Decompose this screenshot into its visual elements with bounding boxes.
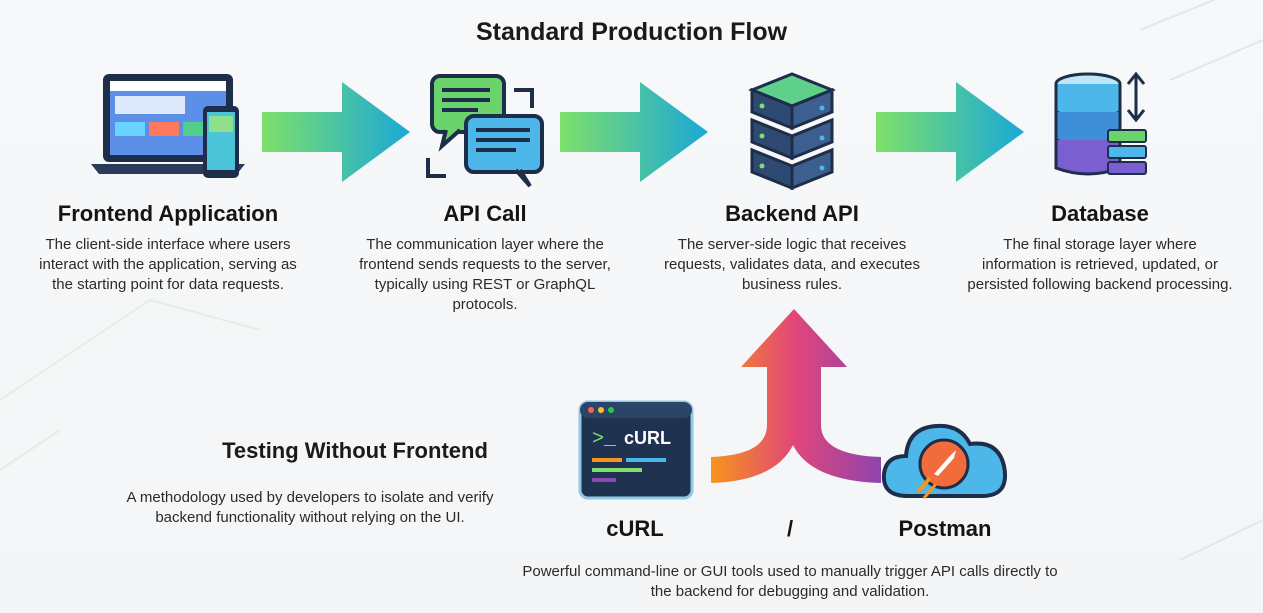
terminal-text: cURL [624, 428, 671, 448]
testing-title: Testing Without Frontend [222, 438, 488, 463]
tools-description: Powerful command-line or GUI tools used … [522, 563, 1058, 600]
svg-text:>_: >_ [592, 428, 617, 451]
stage-name: Backend API [725, 201, 859, 226]
stage-backend-api: Backend API The server-side logic that r… [652, 68, 932, 295]
stage-description: The client-side interface where users in… [39, 236, 297, 293]
stage-description: The communication layer where the fronte… [359, 236, 611, 313]
tool-label-curl: cURL [606, 516, 664, 541]
flow-arrow-2 [560, 82, 708, 182]
postman-icon [881, 423, 1007, 499]
stage-api-call: API Call The communication layer where t… [345, 68, 625, 315]
chat-exchange-icon [345, 68, 625, 193]
database-icon [960, 68, 1240, 193]
stage-name: Frontend Application [57, 201, 279, 226]
tool-label-postman: Postman [898, 516, 992, 541]
server-stack-icon [652, 68, 932, 193]
stage-description: The server-side logic that receives requ… [664, 236, 920, 293]
merge-up-arrow [711, 309, 881, 483]
flow-arrow-3 [876, 82, 1024, 182]
stage-frontend-application: Frontend Application The client-side int… [28, 68, 308, 295]
testing-description: A methodology used by developers to isol… [126, 489, 494, 526]
tool-separator: / [786, 516, 794, 541]
stage-name: Database [1051, 201, 1149, 226]
stage-database: Database The final storage layer where i… [960, 68, 1240, 295]
flow-arrow-1 [262, 82, 410, 182]
stage-name: API Call [443, 201, 527, 226]
diagram-title: Standard Production Flow [475, 18, 788, 46]
stage-description: The final storage layer where informatio… [967, 236, 1233, 293]
terminal-icon: >_ cURL [578, 400, 694, 500]
laptop-phone-icon [28, 68, 308, 193]
